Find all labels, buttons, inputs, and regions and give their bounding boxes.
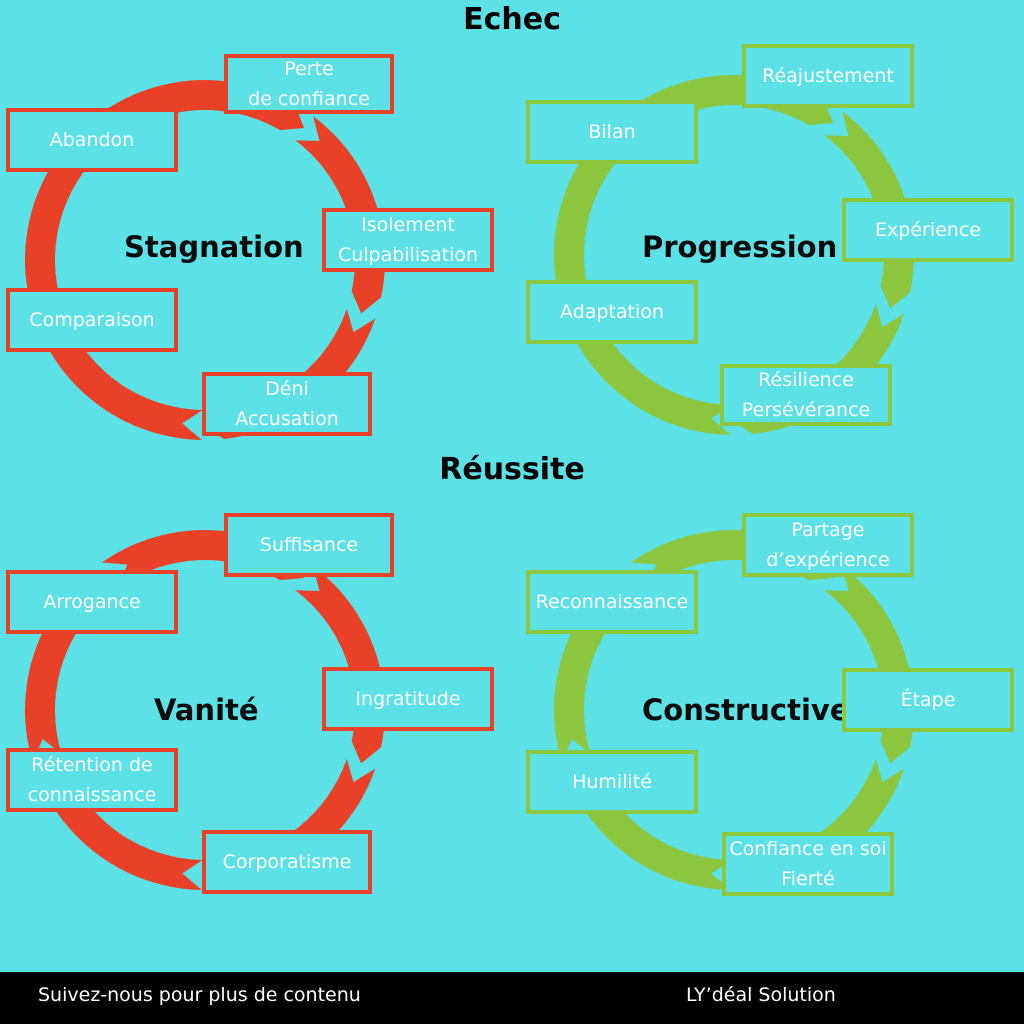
cycle-step-text: Bilan bbox=[588, 121, 636, 143]
cycle-step-box: Reconnaissance bbox=[526, 570, 698, 634]
cycle-step-box: Bilan bbox=[526, 100, 698, 164]
cycle-step-text: Confiance en soi bbox=[729, 838, 887, 860]
cycle-step-box: Adaptation bbox=[526, 280, 698, 344]
cycle-step-box: Abandon bbox=[6, 108, 178, 172]
cycle-step-text: connaissance bbox=[27, 784, 157, 806]
cycle-step-box: Perte de confiance bbox=[224, 54, 394, 114]
cycle-arrow-segment bbox=[569, 758, 732, 890]
cycle-step-box: Ingratitude bbox=[322, 667, 494, 731]
cycle-arrow-segment bbox=[40, 308, 203, 440]
cycle-step-text: Adaptation bbox=[560, 301, 664, 323]
cycle-step-box: Étape bbox=[842, 668, 1014, 732]
cycle-step-box: Suffisance bbox=[224, 513, 394, 577]
cycle-step-box: Humilité bbox=[526, 750, 698, 814]
cycle-step-text: Abandon bbox=[49, 129, 135, 151]
cycle-step-box: Réajustement bbox=[742, 44, 914, 108]
cycle-step-text: Réajustement bbox=[762, 65, 894, 87]
footer-brand: LY’déal Solution bbox=[686, 984, 836, 1006]
cycle-step-text: de confiance bbox=[248, 88, 370, 110]
cycle-arrow-segment bbox=[40, 758, 203, 890]
cycle-step-text: d’expérience bbox=[766, 549, 890, 571]
cycle-step-box: Rétention de connaissance bbox=[6, 748, 178, 812]
cycle-step-box: Arrogance bbox=[6, 570, 178, 634]
cycle-arrow-segment bbox=[554, 120, 640, 308]
cycle-arrow-segment bbox=[824, 566, 914, 764]
cycle-title: Constructive bbox=[642, 693, 850, 727]
cycle-step-text: Perte bbox=[284, 58, 334, 80]
cycle-arrow-segment bbox=[569, 303, 732, 435]
cycle-step-text: Partage bbox=[791, 519, 865, 541]
cycle-step-box: Comparaison bbox=[6, 288, 178, 352]
cycle-step-text: Isolement bbox=[361, 214, 455, 236]
cycle-step-text: Persévérance bbox=[741, 399, 871, 421]
cycle-step-text: Culpabilisation bbox=[337, 244, 479, 266]
cycle-step-text: Humilité bbox=[572, 771, 652, 793]
cycle-step-text: Rétention de bbox=[31, 754, 153, 776]
cycle-step-text: Reconnaissance bbox=[535, 591, 689, 613]
cycle-step-box: Expérience bbox=[842, 198, 1014, 262]
cycle-title: Vanité bbox=[154, 693, 259, 727]
cycle-step-text: Ingratitude bbox=[355, 688, 461, 710]
heading-echec: Echec bbox=[463, 2, 561, 37]
cycle-step-text: Corporatisme bbox=[222, 851, 352, 873]
cycle-step-box: Partage d’expérience bbox=[742, 513, 914, 577]
cycle-arrow-segment bbox=[295, 566, 385, 764]
cycle-step-text: Résilience bbox=[758, 369, 854, 391]
cycle-arrow-segment bbox=[24, 575, 111, 763]
cycle-step-box: Corporatisme bbox=[202, 830, 372, 894]
cycle-step-text: Suffisance bbox=[259, 534, 359, 556]
cycle-step-text: Expérience bbox=[875, 219, 981, 241]
cycle-step-text: Fierté bbox=[781, 868, 835, 890]
footer-follow-text[interactable]: Suivez-nous pour plus de contenu bbox=[38, 984, 361, 1006]
cycle-step-text: Comparaison bbox=[29, 309, 155, 331]
cycle-step-text: Arrogance bbox=[43, 591, 141, 613]
cycle-title: Stagnation bbox=[124, 230, 304, 264]
cycle-step-text: Étape bbox=[900, 689, 956, 711]
cycle-step-text: Déni bbox=[265, 378, 309, 400]
footer-bar: Suivez-nous pour plus de contenu LY’déal… bbox=[0, 972, 1024, 1024]
heading-reussite: Réussite bbox=[439, 452, 585, 487]
cycle-step-text: Accusation bbox=[235, 408, 339, 430]
cycle-arrow-segment bbox=[25, 125, 111, 313]
cycle-arrow-segment bbox=[554, 575, 640, 763]
cycle-title: Progression bbox=[642, 230, 838, 264]
